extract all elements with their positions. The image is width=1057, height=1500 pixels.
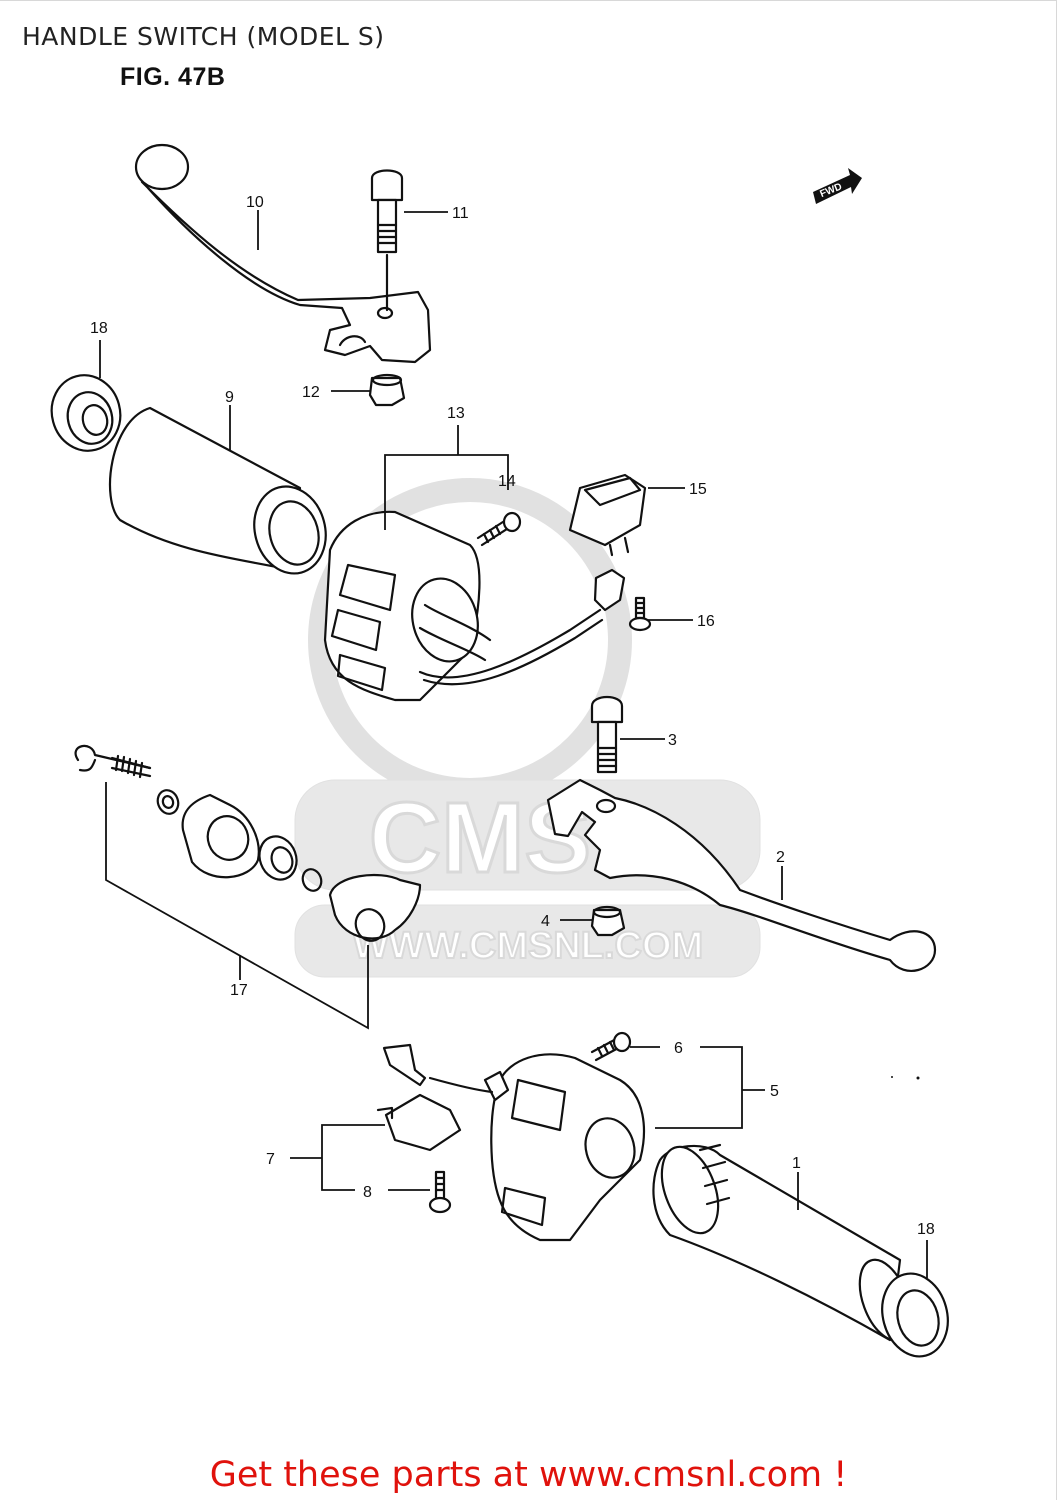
callout-16: 16: [697, 613, 715, 630]
callout-10: 10: [246, 194, 264, 211]
callout-3: 3: [668, 732, 677, 749]
callout-13: 13: [447, 405, 465, 422]
callout-11: 11: [452, 205, 469, 222]
callout-15: 15: [689, 481, 707, 498]
page-title: HANDLE SWITCH (MODEL S): [22, 22, 385, 51]
callout-8: 8: [363, 1184, 372, 1201]
callout-9: 9: [225, 389, 234, 406]
leader-lines: [99, 210, 928, 1278]
part-1-throttle-grip: [652, 1143, 912, 1342]
svg-text:FWD: FWD: [818, 181, 843, 200]
part-12-nut: [368, 373, 406, 407]
callout-2: 2: [776, 849, 785, 866]
part-9-grip: [108, 406, 327, 575]
callout-7: 7: [266, 1151, 275, 1168]
callout-numbers: 10 11 12 18 9 13 14 15 16 3 2 4 17 6 5 7…: [90, 194, 935, 1238]
part-18-bar-end-lower: [881, 1272, 949, 1358]
part-11-bolt: [370, 169, 404, 312]
callout-4: 4: [541, 913, 550, 930]
scan-specks: [891, 1076, 920, 1080]
footer-link[interactable]: Get these parts at www.cmsnl.com !: [209, 1455, 848, 1495]
callout-5: 5: [770, 1083, 779, 1100]
callout-18a: 18: [90, 320, 108, 337]
part-4-nut: [590, 905, 626, 937]
page-border-top: [0, 0, 1057, 1]
callout-18b: 18: [917, 1221, 935, 1238]
part-17-assembly: [74, 744, 422, 942]
wire-connector-upper: [593, 568, 626, 612]
part-2-lever: [546, 778, 937, 972]
part-6-screw: [590, 1031, 632, 1062]
part-5-right-switch-housing: [428, 1053, 646, 1242]
callout-14: 14: [498, 473, 516, 490]
part-10-lever: [134, 143, 432, 364]
part-7-switch: [376, 1043, 462, 1152]
part-15-switch: [568, 473, 647, 557]
part-18-bar-end-upper: [50, 374, 122, 452]
part-8-screw: [428, 1170, 452, 1214]
callout-1: 1: [792, 1155, 801, 1172]
figure-label: FIG. 47B: [120, 63, 226, 91]
part-16-screw: [628, 596, 652, 632]
fwd-arrow-icon: FWD: [813, 168, 862, 204]
callout-6: 6: [674, 1040, 683, 1057]
watermark-url: WWW.CMSNL.COM: [353, 925, 703, 967]
part-3-bolt: [590, 695, 624, 774]
callout-17: 17: [230, 982, 248, 999]
callout-12: 12: [302, 384, 320, 401]
watermark: CMS WWW.CMSNL.COM: [294, 478, 761, 978]
part-13-left-switch-housing: [323, 510, 604, 702]
part-14-screw: [476, 511, 522, 547]
